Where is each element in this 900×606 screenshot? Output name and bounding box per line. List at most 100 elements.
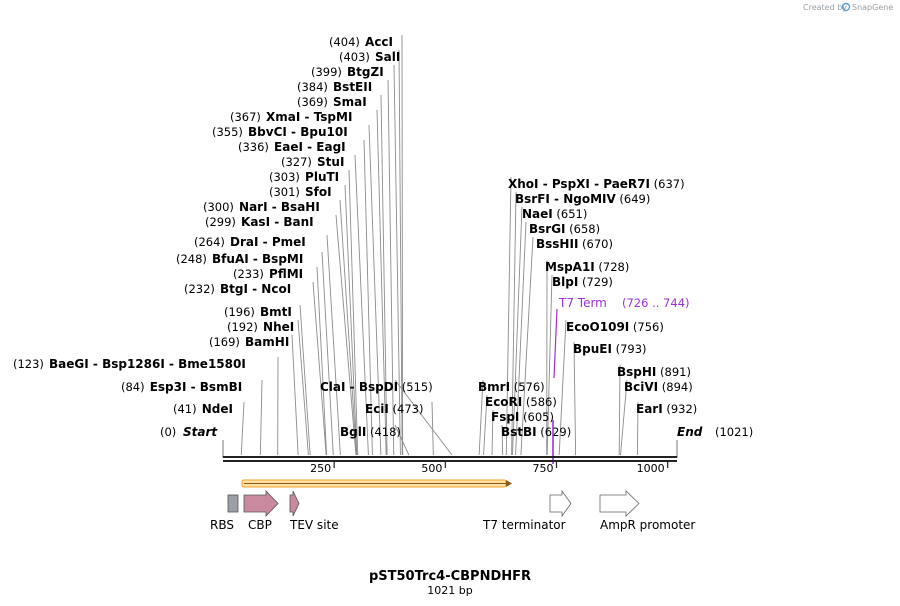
cut-site-position: (232) xyxy=(184,282,215,296)
cut-site-position: (355) xyxy=(212,125,243,139)
enzyme-name[interactable]: - EagI xyxy=(303,140,346,154)
enzyme-name[interactable]: - Bpu10I xyxy=(287,125,348,139)
enzyme-name[interactable]: DraI xyxy=(230,235,258,249)
enzyme-name[interactable]: BfuAI xyxy=(212,252,249,266)
start-label: Start xyxy=(183,425,218,439)
enzyme-name[interactable]: - TspMI xyxy=(300,110,352,124)
cut-site-label: (196) BmtI xyxy=(224,301,292,320)
cut-site-position: (894) xyxy=(658,380,693,394)
enzyme-name[interactable]: StuI xyxy=(317,155,344,169)
enzyme-name[interactable]: BsrFI xyxy=(515,192,550,206)
enzyme-name[interactable]: BpuEI xyxy=(573,342,612,356)
cut-site-line xyxy=(387,79,395,456)
enzyme-name[interactable]: - NcoI xyxy=(248,282,291,296)
enzyme-name[interactable]: PluTI xyxy=(305,170,339,184)
enzyme-name[interactable]: EaeI xyxy=(274,140,303,154)
enzyme-name[interactable]: SalI xyxy=(375,50,400,64)
cut-site-line xyxy=(431,401,434,456)
enzyme-name[interactable]: - BsmBI xyxy=(186,380,242,394)
cut-site-position: (651) xyxy=(553,207,588,221)
cut-site-line xyxy=(515,221,527,456)
enzyme-name[interactable]: BstEII xyxy=(333,80,372,94)
enzyme-name[interactable]: BmrI xyxy=(478,380,510,394)
cut-site-line xyxy=(573,341,577,456)
t7-terminator-label: T7 terminator xyxy=(482,518,566,532)
enzyme-name[interactable]: BssHII xyxy=(536,237,578,251)
plasmid-length: 1021 bp xyxy=(427,584,472,597)
enzyme-name[interactable]: EcoRI xyxy=(485,395,522,409)
enzyme-name[interactable]: BglI xyxy=(340,425,366,439)
enzyme-name[interactable]: - PspXI xyxy=(539,177,590,191)
cut-site-position: (605) xyxy=(519,410,554,424)
enzyme-name[interactable]: NarI xyxy=(239,200,268,214)
enzyme-name[interactable]: MspA1I xyxy=(545,260,595,274)
cut-site-position: (169) xyxy=(209,335,240,349)
cut-site-position: (369) xyxy=(297,95,328,109)
cut-site-line xyxy=(401,34,404,456)
enzyme-name[interactable]: BtgZI xyxy=(347,65,384,79)
cut-site-position: (637) xyxy=(650,177,685,191)
cut-site-line xyxy=(326,234,341,456)
cut-site-position: (327) xyxy=(281,155,312,169)
enzyme-name[interactable]: - PmeI xyxy=(258,235,305,249)
enzyme-name[interactable]: EarI xyxy=(636,402,663,416)
cbp-label: CBP xyxy=(248,518,272,532)
enzyme-name[interactable]: - BanI xyxy=(270,215,314,229)
enzyme-name[interactable]: FspI xyxy=(491,410,519,424)
cut-site-position: (586) xyxy=(522,395,557,409)
cut-site-line xyxy=(291,334,299,456)
cut-site-position: (233) xyxy=(233,267,264,281)
cut-site-position: (473) xyxy=(389,402,424,416)
enzyme-name[interactable]: BstBI xyxy=(501,425,537,439)
enzyme-name[interactable]: EcoO109I xyxy=(566,320,629,334)
cut-site-label: BpuEI (793) xyxy=(573,342,647,356)
cut-site-line xyxy=(505,176,512,456)
credit-text: Created by xyxy=(803,3,847,12)
cut-site-label: (232) BtgI - NcoI xyxy=(184,278,291,297)
enzyme-name[interactable]: BmtI xyxy=(260,305,292,319)
cut-site-label: (355) BbvCI - Bpu10I xyxy=(212,121,348,140)
enzyme-name[interactable]: SfoI xyxy=(305,185,332,199)
enzyme-name[interactable]: BsrGI xyxy=(529,222,566,236)
enzyme-name[interactable]: BlpI xyxy=(552,275,578,289)
cut-site-position: (649) xyxy=(616,192,651,206)
cut-site-line xyxy=(376,109,387,456)
enzyme-name[interactable]: - BsaHI xyxy=(268,200,320,214)
enzyme-name[interactable]: BbvCI xyxy=(248,125,287,139)
enzyme-name[interactable]: - PaeR7I xyxy=(590,177,650,191)
enzyme-name[interactable]: - BspMI xyxy=(249,252,304,266)
cut-site-line xyxy=(483,394,488,456)
brand-text: SnapGene xyxy=(852,3,893,12)
enzyme-name[interactable]: - Bsp1286I xyxy=(89,357,165,371)
tev-site-feature xyxy=(289,490,300,517)
enzyme-name[interactable]: Esp3I xyxy=(150,380,187,394)
cut-site-label: MspA1I (728) xyxy=(545,260,629,274)
enzyme-name[interactable]: BtgI xyxy=(220,282,248,296)
enzyme-name[interactable]: ClaI xyxy=(320,380,345,394)
enzyme-name[interactable]: NheI xyxy=(263,320,294,334)
cut-site-line xyxy=(393,64,401,456)
cut-site-position: (756) xyxy=(629,320,664,334)
enzyme-name[interactable]: NdeI xyxy=(202,402,233,416)
enzyme-name[interactable]: SmaI xyxy=(333,95,367,109)
enzyme-name[interactable]: AccI xyxy=(365,35,393,49)
enzyme-name[interactable]: BciVI xyxy=(624,380,658,394)
enzyme-name[interactable]: BspHI xyxy=(617,365,656,379)
enzyme-name[interactable]: XmaI xyxy=(266,110,300,124)
enzyme-name[interactable]: PflMI xyxy=(269,267,303,281)
enzyme-name[interactable]: NaeI xyxy=(522,207,553,221)
enzyme-name[interactable]: XhoI xyxy=(508,177,539,191)
cut-site-line xyxy=(259,379,263,456)
enzyme-name[interactable]: BaeGI xyxy=(49,357,89,371)
enzyme-name[interactable]: - Bme1580I xyxy=(165,357,246,371)
axis-tick-label: 250 xyxy=(310,462,331,475)
cut-site-line xyxy=(478,379,484,456)
enzyme-name[interactable]: EciI xyxy=(365,402,389,416)
enzyme-name[interactable]: KasI xyxy=(241,215,270,229)
enzyme-name[interactable]: BamHI xyxy=(245,335,289,349)
cut-site-line xyxy=(618,364,621,456)
cut-site-label: BciVI (894) xyxy=(624,380,693,394)
enzyme-name[interactable]: - NgoMIV xyxy=(550,192,617,206)
enzyme-name[interactable]: - BspDI xyxy=(345,380,398,394)
